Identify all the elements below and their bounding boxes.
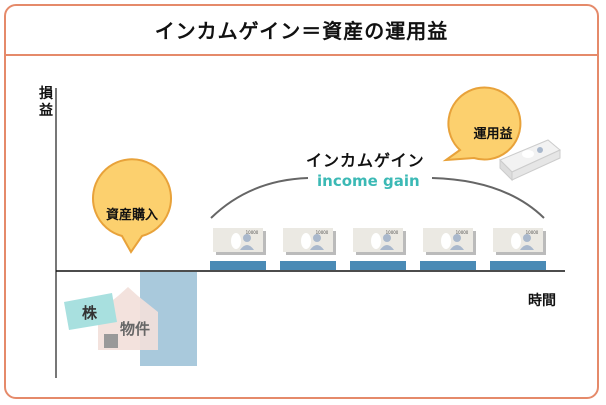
stock-tag (64, 293, 117, 330)
banknote-denomination: 10000 (316, 230, 329, 235)
profit-bubble (442, 86, 522, 162)
income-payments: 10000 10000 10000 10000 10000 (210, 228, 546, 270)
x-axis-label: 時間 (528, 293, 556, 309)
income-payment: 10000 (420, 228, 476, 270)
income-bar (210, 261, 266, 270)
money-stack-icon (499, 139, 561, 182)
income-gain-arc-right (431, 177, 545, 219)
income-gain-arc-left (210, 177, 309, 219)
income-bar (350, 261, 406, 270)
banknote-denomination: 10000 (386, 230, 399, 235)
banknote-denomination: 10000 (456, 230, 469, 235)
profit-bubble-text: 運用益 (473, 127, 513, 142)
income-payment: 10000 (280, 228, 336, 270)
banknote-denomination: 10000 (526, 230, 539, 235)
stock-tag-label: 株 (82, 304, 98, 322)
income-bar (280, 261, 336, 270)
house-door (104, 334, 118, 348)
income-payment: 10000 (350, 228, 406, 270)
title-bar: インカムゲイン＝資産の運用益 (4, 4, 599, 56)
income-payment: 10000 (210, 228, 266, 270)
property-tag-label: 物件 (120, 320, 151, 338)
purchase-bubble (92, 158, 172, 254)
income-payment: 10000 (490, 228, 546, 270)
income-gain-label-jp: インカムゲイン (306, 151, 425, 170)
income-bar (490, 261, 546, 270)
income-gain-label-en: income gain (317, 172, 420, 190)
income-bar (420, 261, 476, 270)
y-axis-label: 損益 (39, 86, 53, 119)
purchase-bubble-text: 資産購入 (105, 208, 158, 223)
banknote-denomination: 10000 (246, 230, 259, 235)
page-title: インカムゲイン＝資産の運用益 (154, 18, 449, 43)
